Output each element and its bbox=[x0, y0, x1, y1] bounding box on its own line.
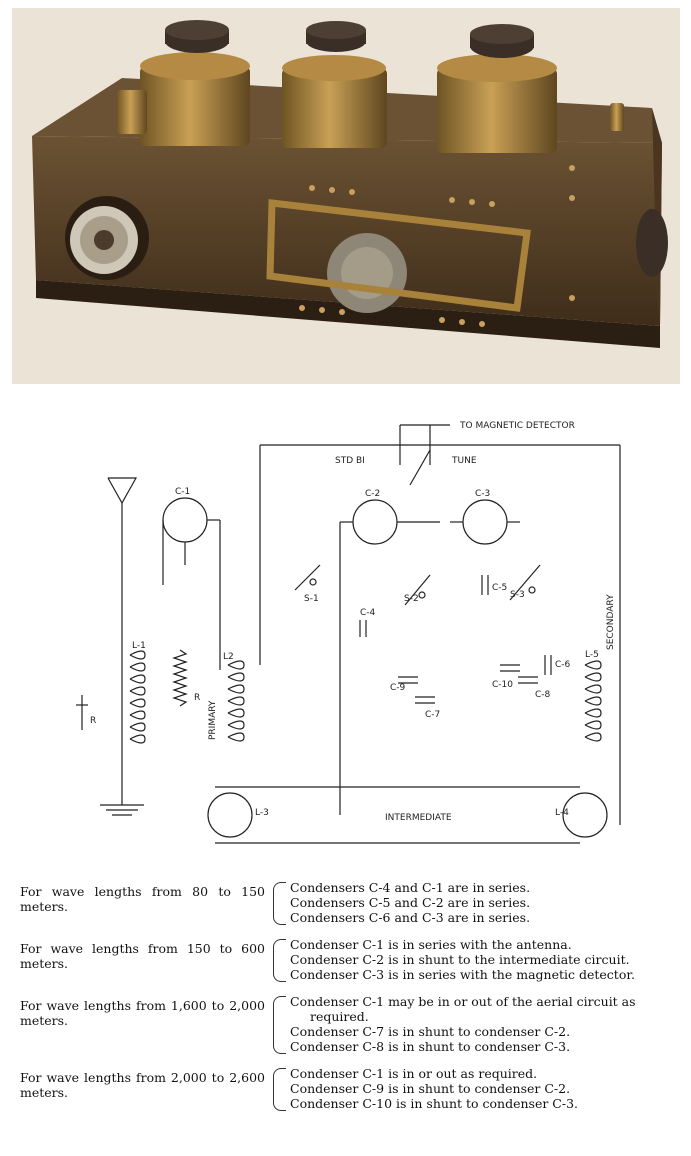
label-r-resistor: R bbox=[194, 693, 200, 703]
note-line: Condenser C-1 is in series with the ante… bbox=[290, 937, 572, 952]
table-row: For wave lengths from 1,600 to 2,000 met… bbox=[20, 994, 680, 1054]
label-c6: C-6 bbox=[555, 660, 571, 670]
condenser-table: For wave lengths from 80 to 150 meters. … bbox=[20, 880, 680, 1123]
tuning-cylinders bbox=[140, 52, 557, 153]
label-r-detector: R bbox=[90, 716, 96, 726]
schematic-labels: TO MAGNETIC DETECTOR STD BI TUNE C-1 C-2… bbox=[90, 421, 616, 823]
note-line: Condenser C-8 is in shunt to condenser C… bbox=[290, 1039, 571, 1054]
table-row: For wave lengths from 80 to 150 meters. … bbox=[20, 880, 680, 925]
label-c1: C-1 bbox=[175, 487, 190, 497]
note-line: Condenser C-3 is in series with the magn… bbox=[290, 967, 635, 982]
receiver-illustration bbox=[32, 20, 668, 348]
note-line: Condensers C-6 and C-3 are in series. bbox=[290, 910, 531, 925]
brace bbox=[273, 996, 286, 1054]
note-line: Condenser C-7 is in shunt to condenser C… bbox=[290, 1024, 571, 1039]
note-line: Condensers C-4 and C-1 are in series. bbox=[290, 880, 531, 895]
circuit-schematic: TO MAGNETIC DETECTOR STD BI TUNE C-1 C-2… bbox=[76, 421, 621, 844]
knobs bbox=[165, 20, 668, 277]
note-line: Condenser C-10 is in shunt to condenser … bbox=[290, 1096, 579, 1111]
label-primary: PRIMARY bbox=[208, 700, 218, 740]
note-line: Condenser C-1 may be in or out of the ae… bbox=[290, 994, 636, 1009]
label-l4: L-4 bbox=[555, 808, 569, 818]
note-line: required. bbox=[310, 1009, 369, 1024]
label-s1: S-1 bbox=[304, 594, 319, 604]
label-c3: C-3 bbox=[475, 489, 490, 499]
wave-length-condition: For wave lengths from 80 to 150 meters. bbox=[20, 884, 265, 914]
label-intermediate: INTERMEDIATE bbox=[385, 813, 452, 823]
rivets bbox=[299, 165, 575, 327]
label-c4: C-4 bbox=[360, 608, 376, 618]
label-c10: C-10 bbox=[492, 680, 513, 690]
note-line: Condenser C-9 is in shunt to condenser C… bbox=[290, 1081, 571, 1096]
label-l5: L-5 bbox=[585, 650, 599, 660]
note-line: Condenser C-2 is in shunt to the interme… bbox=[290, 952, 630, 967]
brace bbox=[273, 882, 286, 925]
wave-length-condition: For wave lengths from 2,000 to 2,600 met… bbox=[20, 1070, 265, 1100]
label-c5: C-5 bbox=[492, 583, 507, 593]
condenser-notes: Condenser C-1 may be in or out of the ae… bbox=[290, 994, 680, 1054]
label-to-magnetic-detector: TO MAGNETIC DETECTOR bbox=[459, 421, 575, 431]
table-row: For wave lengths from 2,000 to 2,600 met… bbox=[20, 1066, 680, 1111]
label-c9: C-9 bbox=[390, 683, 406, 693]
note-line: Condensers C-5 and C-2 are in series. bbox=[290, 895, 531, 910]
label-c2: C-2 bbox=[365, 489, 380, 499]
label-l3: L-3 bbox=[255, 808, 269, 818]
label-secondary: SECONDARY bbox=[606, 594, 616, 650]
brace bbox=[273, 939, 286, 982]
label-s3: S-3 bbox=[510, 590, 525, 600]
label-l2: L2 bbox=[223, 652, 234, 662]
brace bbox=[273, 1068, 286, 1111]
label-c7: C-7 bbox=[425, 710, 440, 720]
label-tune: TUNE bbox=[451, 456, 477, 466]
label-std-bi: STD BI bbox=[335, 456, 365, 466]
label-s2: S-2 bbox=[404, 594, 419, 604]
label-l1: L-1 bbox=[132, 641, 146, 651]
label-c8: C-8 bbox=[535, 690, 551, 700]
receiver-photo bbox=[12, 8, 680, 384]
wave-length-condition: For wave lengths from 150 to 600 meters. bbox=[20, 941, 265, 971]
wave-length-condition: For wave lengths from 1,600 to 2,000 met… bbox=[20, 998, 265, 1028]
switch-frame bbox=[266, 199, 531, 312]
table-row: For wave lengths from 150 to 600 meters.… bbox=[20, 937, 680, 982]
condenser-notes: Condensers C-4 and C-1 are in series. Co… bbox=[290, 880, 680, 925]
note-line: Condenser C-1 is in or out as required. bbox=[290, 1066, 538, 1081]
condenser-notes: Condenser C-1 is in series with the ante… bbox=[290, 937, 680, 982]
condenser-notes: Condenser C-1 is in or out as required. … bbox=[290, 1066, 680, 1111]
